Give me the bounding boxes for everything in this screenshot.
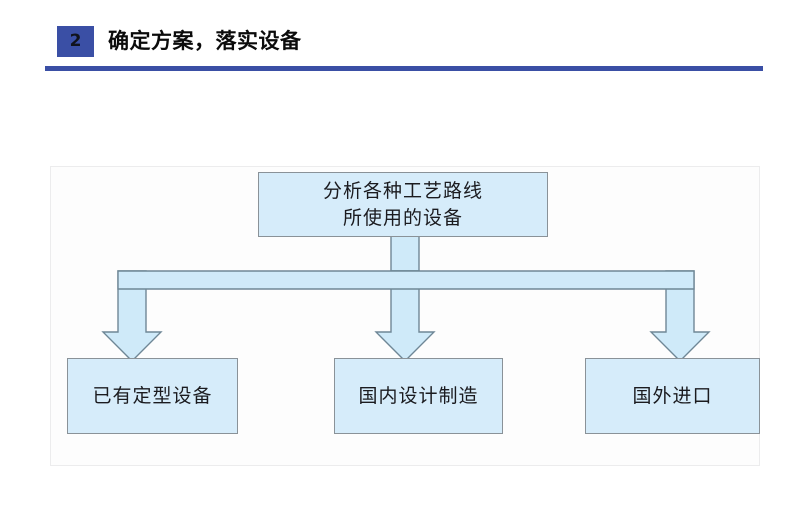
step-number-badge: 2 xyxy=(57,26,94,57)
slide-header: 2 确定方案，落实设备 xyxy=(0,0,808,78)
flow-box-domestic-manufacture[interactable]: 国内设计制造 xyxy=(334,358,503,434)
step-number-label: 2 xyxy=(69,31,82,51)
header-divider-rule xyxy=(45,66,763,71)
flow-box-top[interactable]: 分析各种工艺路线 所使用的设备 xyxy=(258,172,548,237)
page-title: 确定方案，落实设备 xyxy=(108,29,302,53)
flow-box-domestic-manufacture-label: 国内设计制造 xyxy=(358,384,479,407)
flow-box-existing-equipment[interactable]: 已有定型设备 xyxy=(67,358,238,434)
branching-block-arrow-connector xyxy=(101,232,711,362)
flow-box-existing-equipment-label: 已有定型设备 xyxy=(92,384,213,407)
connector-horizontal-bar xyxy=(117,270,695,290)
flow-box-foreign-import-label: 国外进口 xyxy=(632,384,713,407)
flow-box-top-label: 分析各种工艺路线 所使用的设备 xyxy=(322,179,483,229)
diagram-panel: 分析各种工艺路线 所使用的设备 已有定型设备 国内设计制造 国外进口 xyxy=(50,166,760,466)
connector-stem-top xyxy=(390,232,420,272)
flow-box-foreign-import[interactable]: 国外进口 xyxy=(585,358,760,434)
